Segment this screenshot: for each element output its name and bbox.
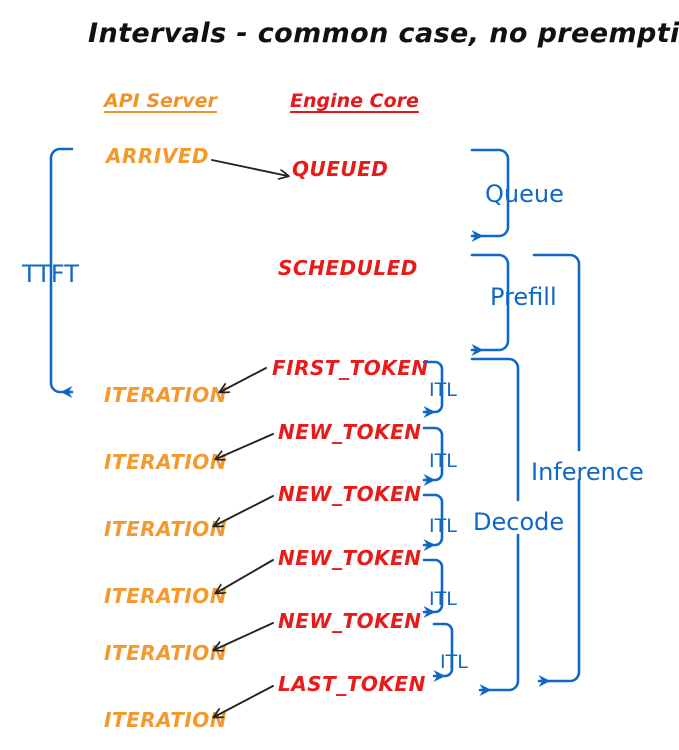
bracket-itl-5: [432, 622, 454, 682]
state-iteration-2: ITERATION: [104, 450, 228, 474]
bracket-inference-top: [532, 253, 581, 452]
state-last-token: LAST_TOKEN: [278, 672, 426, 696]
arrow-new-token-to-iteration-3: [216, 559, 274, 593]
interval-label-itl-5: ITL: [440, 651, 468, 673]
interval-label-inference: Inference: [531, 458, 644, 486]
bracket-inference-bottom: [537, 478, 581, 687]
state-queued: QUEUED: [292, 157, 389, 181]
bracket-itl-4: [422, 558, 444, 618]
column-header-engine-core: Engine Core: [290, 90, 419, 112]
state-iteration-6: ITERATION: [104, 708, 228, 732]
bracket-queue: [470, 148, 510, 242]
page-title: Intervals - common case, no preemptions: [88, 18, 679, 49]
interval-label-queue: Queue: [485, 180, 564, 208]
bracket-itl-3: [422, 493, 444, 551]
bracket-itl-1: [422, 360, 444, 418]
state-new-token-3: NEW_TOKEN: [278, 546, 422, 570]
state-iteration-4: ITERATION: [104, 584, 228, 608]
arrow-last-token-to-iteration: [214, 685, 274, 717]
arrow-arrived-to-queued: [211, 159, 288, 176]
arrow-new-token-to-iteration-4: [214, 622, 274, 650]
state-new-token-1: NEW_TOKEN: [278, 420, 422, 444]
state-arrived: ARRIVED: [106, 144, 209, 168]
arrow-new-token-to-iteration-1: [216, 433, 274, 459]
bracket-ttft: [49, 147, 74, 398]
state-new-token-2: NEW_TOKEN: [278, 482, 422, 506]
state-first-token: FIRST_TOKEN: [272, 356, 429, 380]
column-header-api-server: API Server: [104, 90, 217, 112]
state-iteration-5: ITERATION: [104, 641, 228, 665]
state-new-token-4: NEW_TOKEN: [278, 609, 422, 633]
arrow-first-token-to-iteration: [220, 367, 267, 392]
bracket-decode-top: [470, 357, 520, 502]
state-scheduled: SCHEDULED: [278, 256, 418, 280]
bracket-itl-2: [422, 426, 444, 486]
state-iteration-3: ITERATION: [104, 517, 228, 541]
bracket-decode-bottom: [478, 533, 520, 696]
state-iteration-1: ITERATION: [104, 383, 228, 407]
interval-label-prefill: Prefill: [490, 283, 557, 311]
bracket-prefill: [470, 253, 510, 356]
interval-label-decode: Decode: [473, 508, 565, 536]
arrow-new-token-to-iteration-2: [214, 495, 274, 526]
